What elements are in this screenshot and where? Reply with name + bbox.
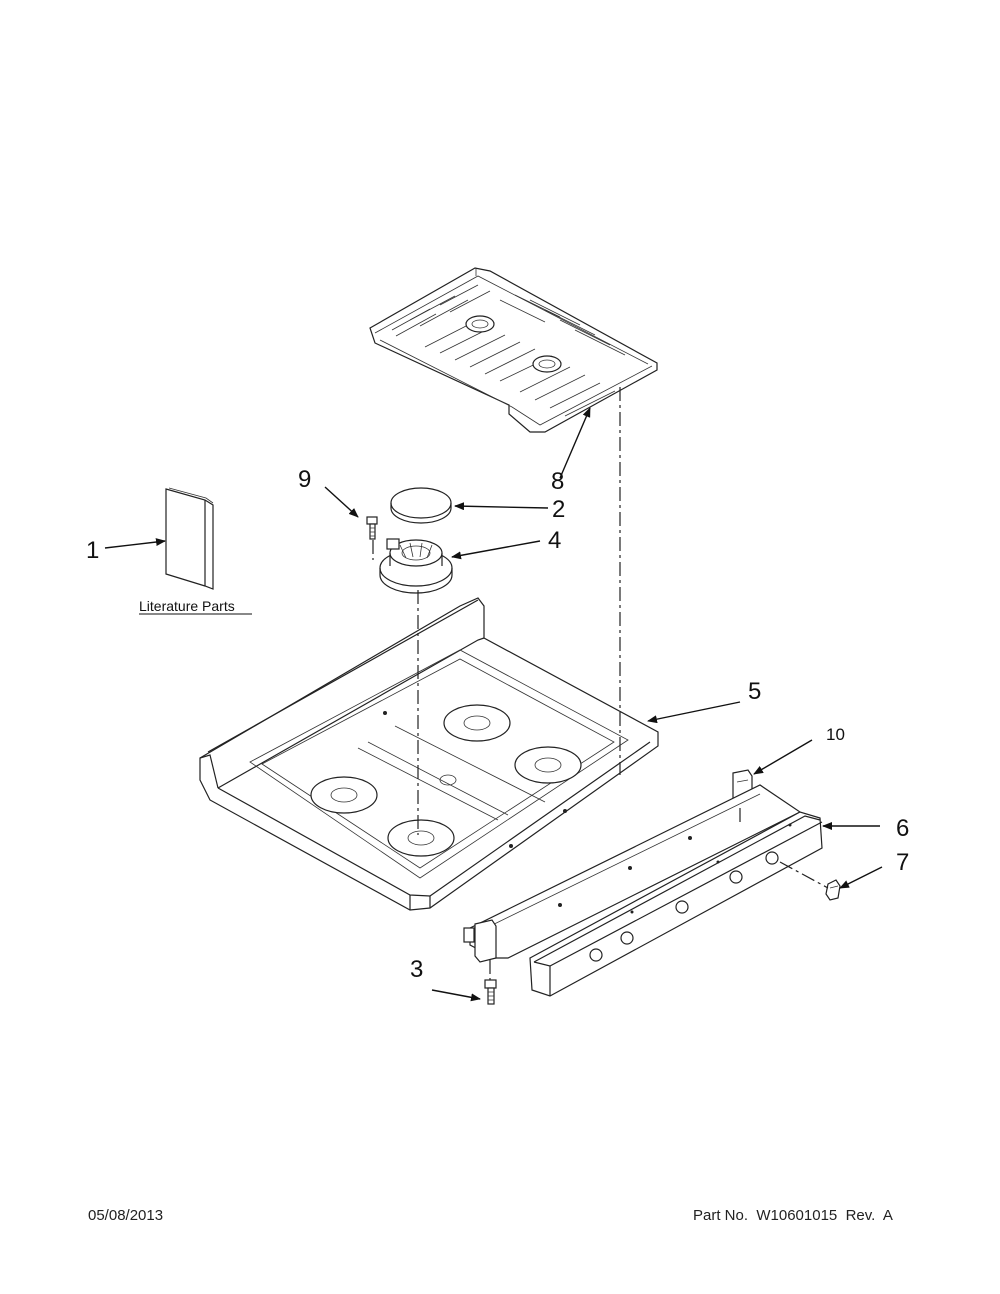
- callout-7: 7: [896, 849, 909, 876]
- screw-part-3: [484, 979, 497, 1005]
- clip-part: [825, 879, 841, 901]
- manifold-rail-part: [463, 784, 802, 963]
- callout-1: 1: [86, 537, 99, 564]
- callout-10: 10: [826, 725, 845, 744]
- screw-part: [366, 516, 378, 540]
- callout-5: 5: [748, 678, 761, 705]
- callout-4: 4: [548, 527, 561, 554]
- burner-cap-part: [390, 487, 452, 524]
- callout-6: 6: [896, 815, 909, 842]
- assembly-lines: [372, 387, 829, 980]
- manifold-panel-part: [529, 811, 823, 997]
- footer-date: 05/08/2013: [88, 1207, 164, 1224]
- callout-2: 2: [552, 496, 565, 523]
- callout-9: 9: [298, 466, 311, 493]
- grate-part: [369, 267, 658, 433]
- cooktop-part: [199, 597, 659, 911]
- footer-part-number: Part No. W10601015 Rev. A: [693, 1207, 893, 1224]
- callout-3: 3: [410, 956, 423, 983]
- leader-arrows: [104, 407, 883, 1002]
- literature-part: [165, 487, 214, 590]
- callout-8: 8: [551, 468, 564, 495]
- literature-parts-label: Literature Parts: [139, 598, 235, 614]
- burner-head-part: [379, 538, 453, 594]
